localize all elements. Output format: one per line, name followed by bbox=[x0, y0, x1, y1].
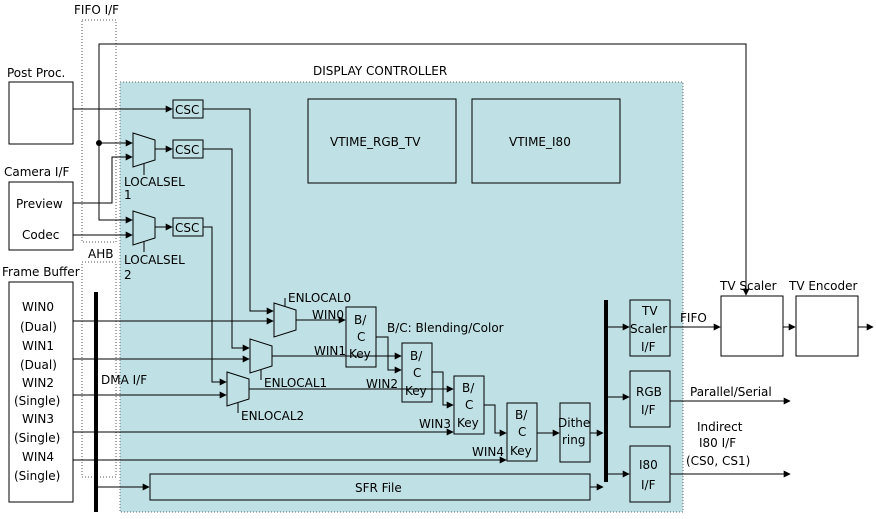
tv-scaler-if-block bbox=[629, 299, 671, 357]
win1-line-label: WIN1 bbox=[314, 344, 346, 358]
enlocal2-mux bbox=[226, 371, 250, 407]
win0-line-label: WIN0 bbox=[312, 308, 344, 322]
i80-if-l1: I80 bbox=[639, 458, 658, 472]
frame-buffer-box bbox=[8, 281, 74, 503]
win1-label: WIN1 bbox=[22, 339, 54, 353]
bc-key-4-l2: C bbox=[518, 425, 526, 439]
display-controller-title: DISPLAY CONTROLLER bbox=[313, 64, 447, 78]
win1-mode: (Dual) bbox=[20, 358, 57, 372]
bc-key-1-l3: Key bbox=[349, 347, 371, 361]
win4-line-label: WIN4 bbox=[472, 445, 504, 459]
tv-encoder-title: TV Encoder bbox=[788, 279, 857, 293]
bc-key-2-l1: B/ bbox=[410, 349, 423, 363]
vtime-i80-label: VTIME_I80 bbox=[509, 135, 571, 149]
dithering-block bbox=[559, 402, 591, 463]
bc-key-block-4 bbox=[506, 402, 538, 462]
blending-note: B/C: Blending/Color bbox=[387, 321, 504, 335]
output-bus bbox=[604, 300, 608, 482]
csc-label-1: CSC bbox=[175, 103, 199, 117]
win2-label: WIN2 bbox=[22, 376, 54, 390]
win3-label: WIN3 bbox=[22, 412, 54, 426]
indirect-label-1: Indirect bbox=[697, 420, 743, 434]
localsel2-num: 2 bbox=[124, 268, 132, 282]
dma-if-label: DMA I/F bbox=[101, 373, 147, 387]
win0-mode: (Dual) bbox=[20, 320, 57, 334]
camera-if-box bbox=[8, 181, 74, 251]
enlocal1-mux bbox=[249, 338, 273, 374]
win2-mode: (Single) bbox=[14, 394, 60, 408]
bc-key-1-l2: C bbox=[357, 330, 365, 344]
vtime-i80-box bbox=[471, 98, 621, 184]
ahb-label: AHB bbox=[88, 247, 113, 261]
bc-key-block-1 bbox=[345, 306, 377, 368]
csc-label-3: CSC bbox=[175, 221, 199, 235]
sfr-file-label: SFR File bbox=[355, 481, 402, 495]
rgb-if-l2: I/F bbox=[641, 403, 656, 417]
enlocal0-mux bbox=[273, 302, 297, 338]
bc-key-1-l1: B/ bbox=[354, 313, 367, 327]
bc-key-4-l1: B/ bbox=[515, 408, 528, 422]
tv-scaler-if-l1: TV bbox=[641, 304, 658, 318]
bc-key-2-l2: C bbox=[413, 366, 421, 380]
indirect-label-2: I80 I/F bbox=[699, 436, 736, 450]
dithering-l2: ring bbox=[562, 433, 586, 447]
localsel1-mux bbox=[132, 132, 156, 168]
tv-scaler-if-l3: I/F bbox=[641, 340, 656, 354]
post-proc-label: Post Proc. bbox=[7, 66, 65, 80]
rgb-if-l1: RGB bbox=[636, 385, 662, 399]
bc-key-3-l1: B/ bbox=[462, 381, 475, 395]
tv-encoder-box bbox=[795, 295, 859, 357]
ahb-region bbox=[81, 261, 117, 478]
localsel2-mux bbox=[132, 210, 156, 246]
win3-mode: (Single) bbox=[14, 431, 60, 445]
vtime-rgb-tv-label: VTIME_RGB_TV bbox=[330, 135, 421, 149]
sfr-file-block bbox=[149, 473, 591, 501]
bc-key-3-l3: Key bbox=[457, 416, 479, 430]
bc-key-3-l2: C bbox=[465, 398, 473, 412]
post-proc-box bbox=[8, 81, 74, 145]
localsel1-num: 1 bbox=[124, 188, 132, 202]
enlocal2-label: ENLOCAL2 bbox=[241, 409, 304, 423]
fifo-output-label: FIFO bbox=[680, 311, 707, 325]
i80-if-block bbox=[629, 445, 671, 503]
win0-label: WIN0 bbox=[22, 300, 54, 314]
tv-scaler-title: TV Scaler bbox=[719, 279, 777, 293]
bc-key-block-3 bbox=[453, 375, 485, 435]
enlocal1-label: ENLOCAL1 bbox=[264, 376, 327, 390]
i80-if-l2: I/F bbox=[641, 478, 656, 492]
bc-key-4-l3: Key bbox=[510, 444, 532, 458]
vtime-rgb-tv-box bbox=[307, 98, 457, 184]
enlocal0-label: ENLOCAL0 bbox=[288, 291, 351, 305]
win2-line-label: WIN2 bbox=[366, 377, 398, 391]
bc-key-block-2 bbox=[401, 342, 433, 403]
win3-line-label: WIN3 bbox=[419, 417, 451, 431]
tv-scaler-box bbox=[720, 295, 784, 357]
preview-label: Preview bbox=[16, 197, 63, 211]
localsel1-label: LOCALSEL bbox=[124, 175, 185, 189]
win4-mode: (Single) bbox=[14, 469, 60, 483]
win4-label: WIN4 bbox=[22, 450, 54, 464]
indirect-label-3: (CS0, CS1) bbox=[686, 454, 750, 468]
dithering-l1: Dithe bbox=[558, 416, 590, 430]
ahb-bus bbox=[94, 292, 98, 512]
csc-label-2: CSC bbox=[175, 143, 199, 157]
camera-if-label: Camera I/F bbox=[4, 165, 69, 179]
localsel2-label: LOCALSEL bbox=[124, 253, 185, 267]
frame-buffer-label: Frame Buffer bbox=[2, 265, 80, 279]
bc-key-2-l3: Key bbox=[405, 384, 427, 398]
tv-scaler-if-l2: Scaler bbox=[630, 322, 667, 336]
codec-label: Codec bbox=[22, 228, 59, 242]
parallel-serial-label: Parallel/Serial bbox=[690, 385, 772, 399]
rgb-if-block bbox=[629, 370, 671, 428]
fifo-if-label: FIFO I/F bbox=[74, 3, 119, 17]
fifo-if-region bbox=[81, 19, 117, 243]
